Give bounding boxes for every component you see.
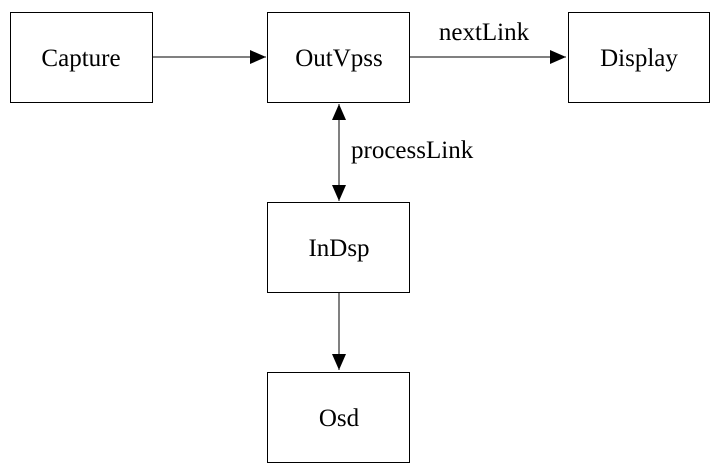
display-box (568, 12, 710, 103)
node-capture: Capture (10, 12, 153, 103)
capture-label: Capture (41, 45, 120, 72)
edge-outvpss-to-display: nextLink (410, 19, 566, 64)
outvpss-label: OutVpss (295, 45, 383, 72)
node-outvpss: OutVpss (267, 12, 410, 103)
osd-box (267, 372, 410, 463)
capture-box (10, 12, 153, 103)
node-osd: Osd (267, 372, 410, 463)
edge-outvpss-indsp: processLink (332, 104, 474, 201)
osd-label: Osd (319, 405, 360, 432)
outvpss-box (267, 12, 410, 103)
indsp-label: InDsp (308, 235, 369, 262)
node-indsp: InDsp (267, 202, 410, 293)
indsp-box (267, 202, 410, 293)
next-link-label: nextLink (439, 19, 530, 46)
node-display: Display (568, 12, 710, 103)
process-link-label: processLink (351, 137, 474, 164)
display-label: Display (600, 45, 678, 72)
